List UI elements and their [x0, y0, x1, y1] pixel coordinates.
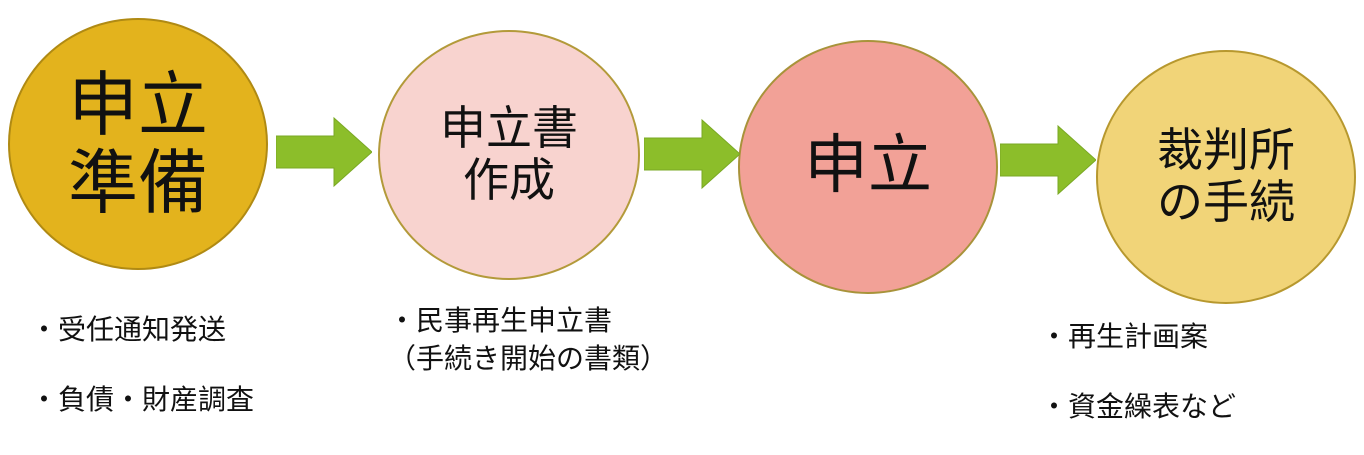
notes-document-creation: ・民事再生申立書 （手続き開始の書類） [388, 302, 668, 378]
step-circle-court-procedure: 裁判所 の手続 [1096, 50, 1356, 304]
note-item: ・再生計画案 [1040, 320, 1209, 353]
step-label-line: 裁判所 [1157, 123, 1295, 178]
step-label-line: 作成 [463, 153, 555, 207]
step-label-line: 準備 [68, 142, 208, 224]
arrow-right-icon [1000, 124, 1096, 196]
arrow-right-icon [644, 118, 740, 190]
note-item: ・受任通知発送 [30, 313, 227, 346]
note-item: ・民事再生申立書 [388, 304, 613, 337]
step-circle-filing: 申立 [738, 40, 998, 294]
notes-preparation: ・受任通知発送 ・負債・財産調査 [30, 308, 254, 448]
step-circle-document-creation: 申立書 作成 [378, 30, 640, 280]
step-label-line: 申立書 [440, 101, 578, 156]
notes-court-procedure: ・再生計画案 ・資金繰表など [1040, 315, 1236, 455]
arrow-right-icon [276, 116, 372, 188]
note-item: ・資金繰表など [1040, 390, 1237, 423]
step-label-line: 申立 [68, 63, 208, 146]
note-item: （手続き開始の書類） [388, 342, 669, 375]
step-label-line: の手続 [1157, 175, 1295, 229]
step-circle-preparation: 申立 準備 [8, 18, 268, 270]
note-item: ・負債・財産調査 [30, 383, 255, 416]
step-label-line: 申立 [804, 129, 932, 204]
